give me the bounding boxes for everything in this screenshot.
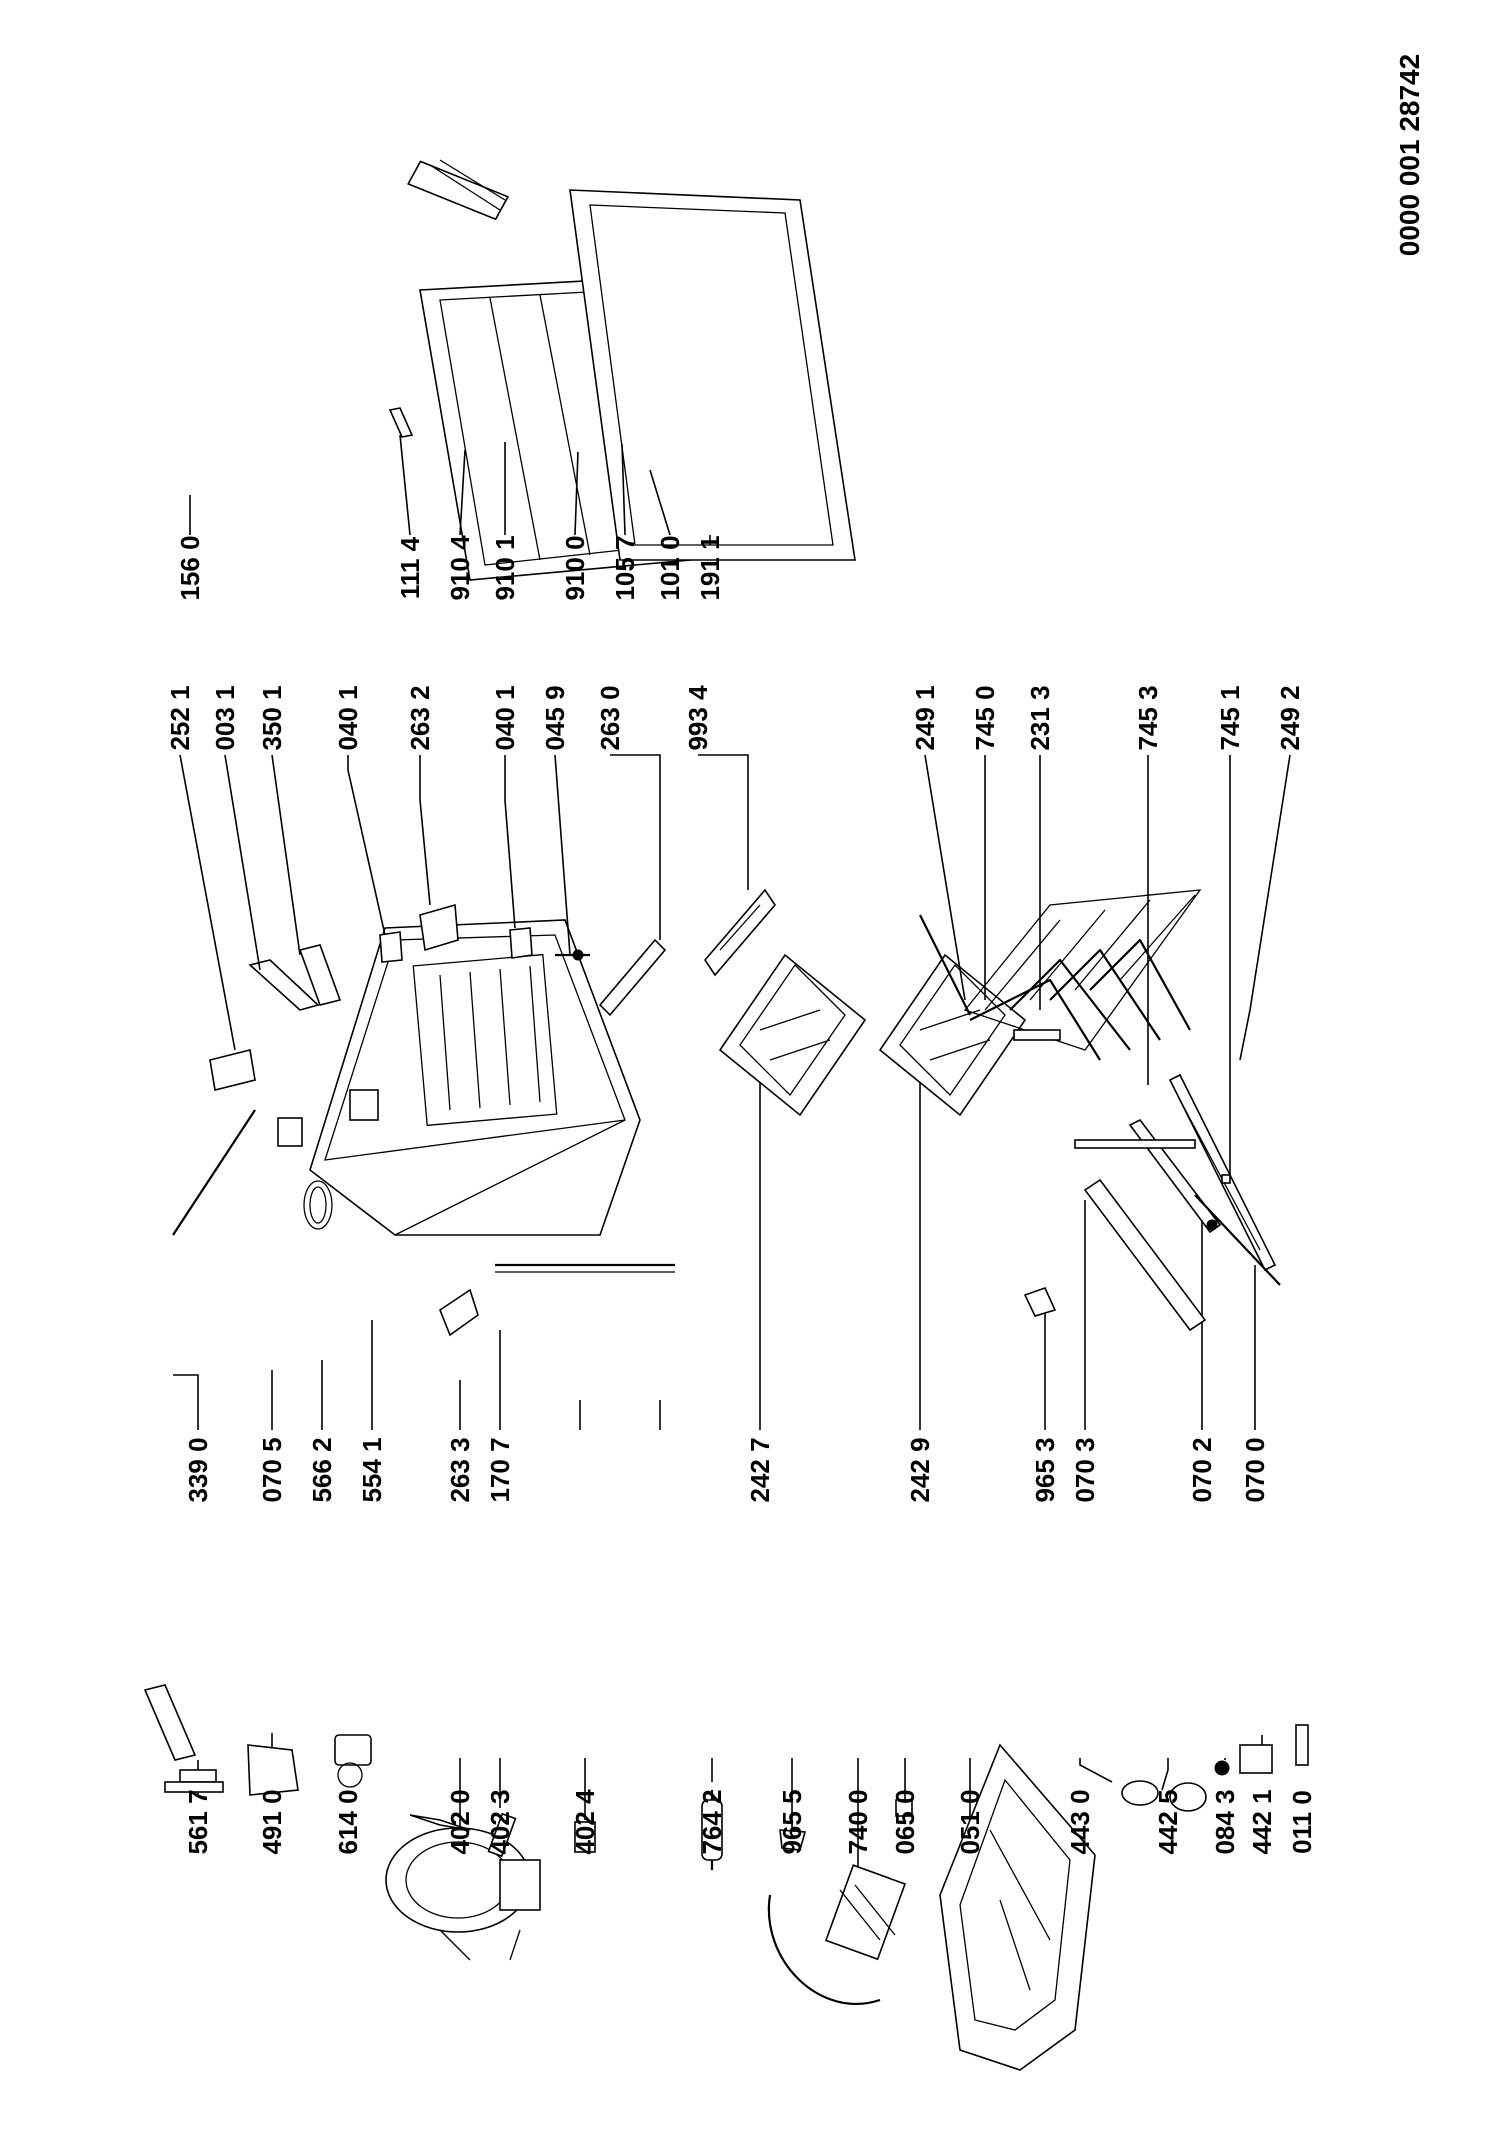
leader-lines-mid xyxy=(173,1050,1256,1430)
leader-lines-far-right xyxy=(189,434,711,545)
lid-assembly xyxy=(388,159,856,581)
shelf-and-lid-parts xyxy=(143,889,1281,1831)
compressor-group-parts xyxy=(164,1724,1309,2071)
leader-lines xyxy=(197,1733,1303,1900)
leader-lines-right xyxy=(179,754,1291,1175)
